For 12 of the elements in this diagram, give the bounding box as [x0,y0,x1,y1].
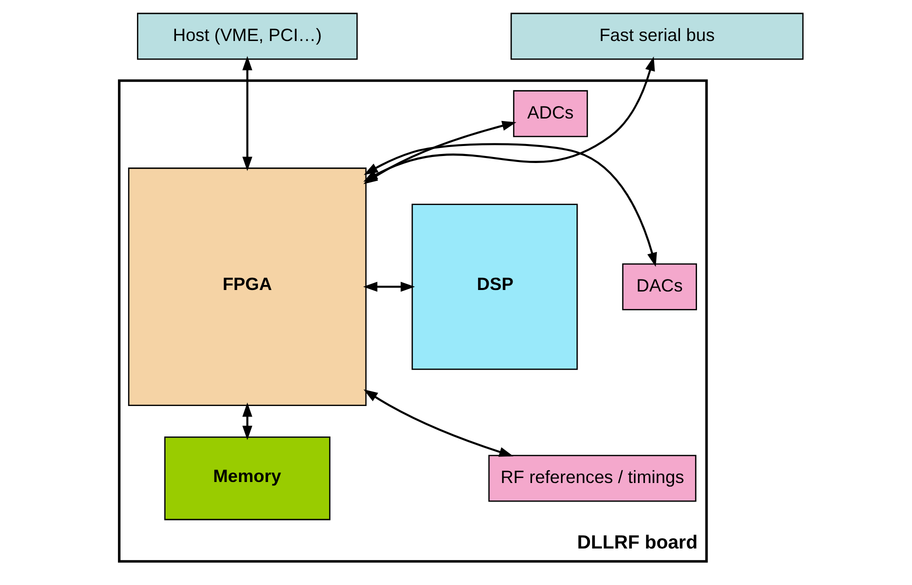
arrow [364,389,514,457]
arrow [242,56,252,172]
node-box: DACs [622,263,697,310]
arrow [363,282,415,292]
node-box: DSP [412,204,578,370]
node-box: Host (VME, PCI…) [136,12,358,60]
node-box: Fast serial bus [510,12,804,60]
node-box: RF references / timings [488,454,696,502]
node-box: FPGA [128,168,367,406]
node-box: Memory [164,436,330,520]
node-box: ADCs [513,90,588,138]
arrow [242,402,252,440]
